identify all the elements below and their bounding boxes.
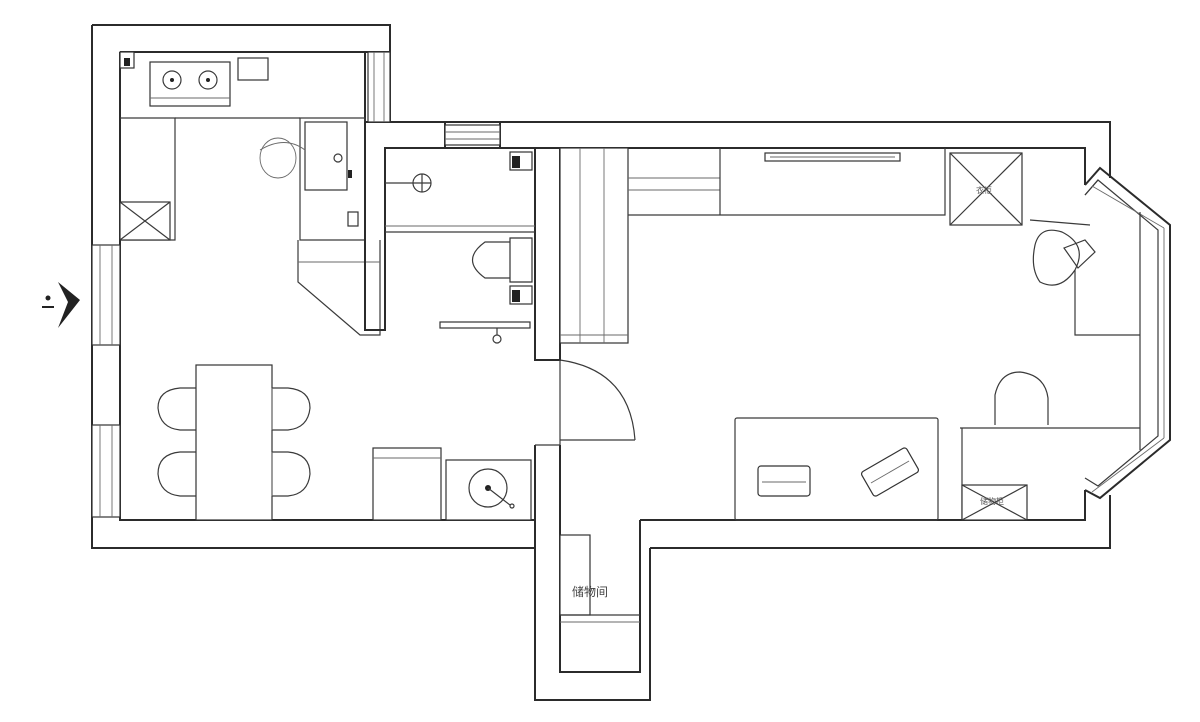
living-door bbox=[559, 359, 636, 445]
closet-a-label: 衣柜 bbox=[976, 185, 992, 195]
stove-icon bbox=[149, 61, 231, 107]
wardrobe bbox=[559, 147, 946, 344]
chair-icon bbox=[157, 451, 196, 497]
chair-icon bbox=[272, 451, 311, 497]
towel-rail-icon bbox=[439, 321, 531, 329]
chair-icon bbox=[994, 371, 1049, 425]
bathroom bbox=[385, 151, 535, 344]
chair-icon bbox=[272, 387, 311, 431]
toilet-icon bbox=[509, 237, 533, 283]
bay-window bbox=[1084, 166, 1171, 500]
storage-room: 储物间 bbox=[559, 534, 640, 623]
kitchen bbox=[119, 51, 381, 336]
book-icon bbox=[757, 465, 811, 497]
storage-room-label: 储物间 bbox=[572, 584, 608, 599]
dining-table bbox=[195, 364, 273, 521]
sink-icon bbox=[304, 121, 348, 191]
chair-icon bbox=[1032, 229, 1080, 286]
living-area bbox=[734, 417, 939, 521]
left-windows bbox=[91, 244, 121, 518]
dining-area bbox=[157, 364, 311, 521]
work-area: 储物柜 bbox=[960, 219, 1140, 521]
chair-icon bbox=[157, 387, 196, 431]
entrance-arrow bbox=[42, 282, 80, 328]
cabinet-top-right: 衣柜 bbox=[949, 152, 1023, 226]
appliances bbox=[372, 447, 532, 521]
cabinet-icon bbox=[372, 447, 442, 521]
closet-b-label: 储物柜 bbox=[980, 496, 1004, 506]
